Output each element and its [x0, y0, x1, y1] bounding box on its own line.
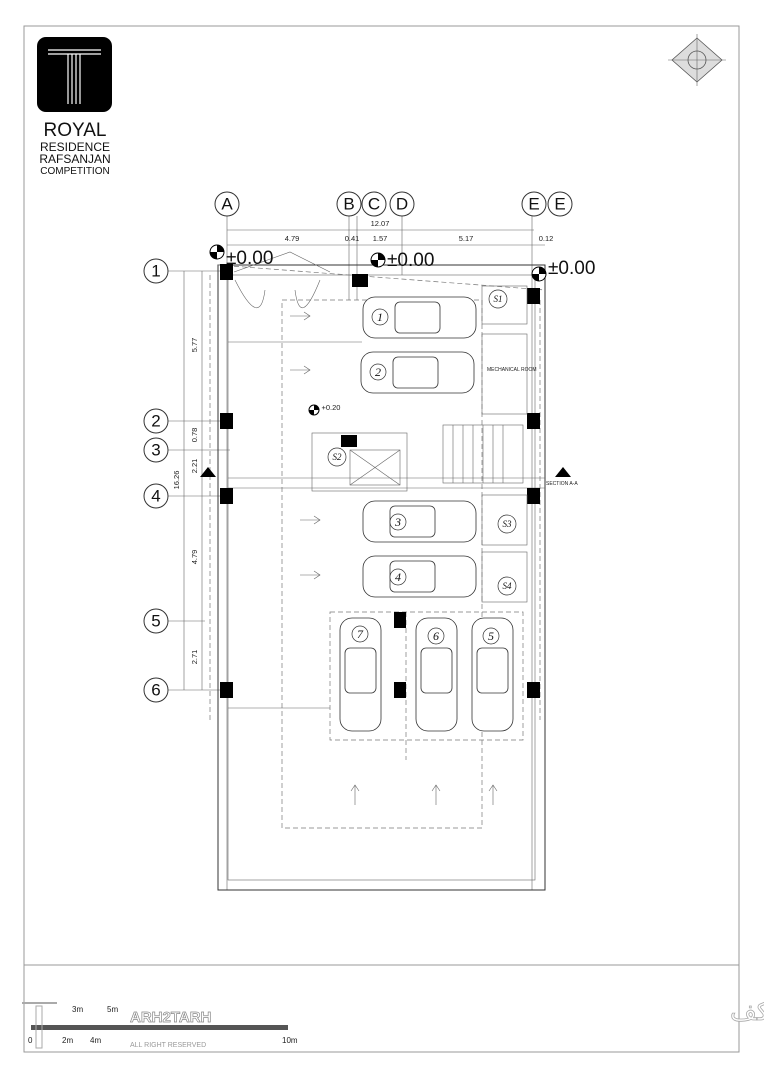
section-marker: SECTION A-A: [200, 467, 578, 487]
service-rooms: MECHANICAL ROOM S1 S2 S3 S4 SECTION A-A: [200, 285, 578, 603]
brand-logo: ROYAL RESIDENCE RAFSANJAN COMPETITION: [37, 37, 112, 177]
svg-text:0.78: 0.78: [190, 428, 199, 443]
top-dimensions: 12.07 4.79 0.41 1.57 5.17 0.12: [227, 219, 554, 246]
svg-text:S2: S2: [333, 452, 343, 462]
left-dimensions: 16.26 5.77 0.78 2.21 4.79 2.71: [172, 271, 203, 690]
svg-text:1.57: 1.57: [373, 234, 388, 243]
svg-text:2m: 2m: [62, 1036, 73, 1045]
grid-columns: A B C D E E: [214, 191, 573, 890]
svg-text:+0.20: +0.20: [322, 403, 341, 412]
svg-text:S1: S1: [494, 294, 503, 304]
svg-text:0.12: 0.12: [539, 234, 554, 243]
svg-text:7: 7: [357, 627, 364, 641]
grid-bubble-4: 4: [143, 483, 169, 509]
storage-s1: S1: [488, 289, 508, 309]
svg-text:2.71: 2.71: [190, 650, 199, 665]
dim-total-depth: 16.26: [172, 471, 181, 490]
svg-text:3: 3: [151, 441, 160, 460]
structural-columns: [220, 264, 540, 698]
svg-text:1: 1: [377, 310, 383, 324]
svg-text:A: A: [221, 195, 233, 214]
watermark: ARH2TARH ALL RIGHT RESERVED: [22, 1002, 212, 1049]
svg-text:E: E: [528, 195, 539, 214]
svg-text:5.17: 5.17: [459, 234, 474, 243]
brand-line-4: COMPETITION: [40, 166, 109, 177]
svg-text:E: E: [554, 195, 565, 214]
grid-bubble-d: D: [389, 191, 415, 217]
svg-text:S3: S3: [503, 519, 513, 529]
svg-text:4.79: 4.79: [190, 550, 199, 565]
car-6: 6: [415, 617, 458, 732]
svg-text:5: 5: [488, 629, 494, 643]
level-marker-right: ±0.00: [531, 258, 595, 282]
svg-text:4: 4: [151, 487, 160, 506]
svg-text:2.21: 2.21: [190, 459, 199, 474]
grid-bubble-a: A: [214, 191, 240, 217]
parking-cars: 1 2 3 4 7 6 5: [339, 296, 514, 732]
car-2: 2: [360, 351, 475, 394]
svg-text:D: D: [396, 195, 408, 214]
storage-s4: S4: [497, 576, 517, 596]
svg-text:0: 0: [28, 1036, 33, 1045]
svg-text:±0.00: ±0.00: [387, 250, 434, 271]
svg-text:ALL RIGHT RESERVED: ALL RIGHT RESERVED: [130, 1042, 206, 1049]
plan-title: پلان طبقه همکف: [730, 997, 764, 1027]
svg-text:B: B: [343, 195, 354, 214]
svg-text:1: 1: [151, 262, 160, 281]
mechanical-room-label: MECHANICAL ROOM: [487, 367, 537, 373]
svg-text:3: 3: [394, 515, 401, 529]
storage-s3: S3: [497, 514, 517, 534]
svg-text:4m: 4m: [90, 1036, 101, 1045]
svg-text:C: C: [368, 195, 380, 214]
logo-mark: [37, 37, 112, 112]
grid-bubble-5: 5: [143, 608, 169, 634]
svg-text:3m: 3m: [72, 1005, 83, 1014]
brand-line-3: RAFSANJAN: [39, 152, 110, 166]
scale-bar: 0 2m 3m 4m 5m 10m: [28, 1005, 298, 1045]
brand-line-2: RESIDENCE: [40, 140, 110, 154]
grid-bubble-e2: E: [547, 191, 573, 217]
svg-text:6: 6: [151, 681, 160, 700]
sheet-border: [23, 25, 740, 1053]
level-markers: ±0.00 ±0.00 ±0.00 +0.20: [209, 244, 595, 416]
car-5: 5: [471, 617, 514, 732]
svg-text:±0.00: ±0.00: [548, 258, 595, 279]
car-4: 4: [362, 555, 477, 598]
svg-text:4.79: 4.79: [285, 234, 300, 243]
svg-text:±0.00: ±0.00: [226, 248, 273, 269]
grid-bubble-1: 1: [143, 258, 169, 284]
staircase: [442, 424, 524, 484]
grid-rows: 1 2 3 4 5 6: [143, 258, 230, 703]
svg-text:5.77: 5.77: [190, 338, 199, 353]
dim-total-width: 12.07: [371, 219, 390, 228]
svg-text:4: 4: [395, 570, 401, 584]
grid-bubble-3: 3: [143, 437, 169, 463]
svg-text:5: 5: [151, 612, 160, 631]
car-1: 1: [362, 296, 477, 339]
svg-text:S4: S4: [503, 581, 513, 591]
svg-text:2: 2: [375, 365, 381, 379]
svg-text:ARH2TARH: ARH2TARH: [130, 1009, 211, 1026]
svg-text:SECTION A-A: SECTION A-A: [546, 481, 578, 487]
svg-text:5m: 5m: [107, 1005, 118, 1014]
storage-s2: S2: [327, 447, 347, 467]
grid-bubble-c: C: [361, 191, 387, 217]
grid-bubble-e1: E: [521, 191, 547, 217]
grid-bubble-6: 6: [143, 677, 169, 703]
svg-text:2: 2: [151, 412, 160, 431]
grid-bubble-b: B: [336, 191, 362, 217]
grid-bubble-2: 2: [143, 408, 169, 434]
svg-text:0.41: 0.41: [345, 234, 360, 243]
svg-text:6: 6: [433, 629, 439, 643]
level-marker-left: ±0.00: [209, 244, 273, 269]
north-arrow-icon: [668, 34, 726, 86]
car-3: 3: [362, 500, 477, 543]
level-marker-lobby: +0.20: [308, 403, 341, 416]
brand-line-1: ROYAL: [43, 120, 106, 141]
car-7: 7: [339, 617, 382, 732]
svg-text:10m: 10m: [282, 1036, 298, 1045]
level-marker-mid: ±0.00: [370, 250, 434, 271]
